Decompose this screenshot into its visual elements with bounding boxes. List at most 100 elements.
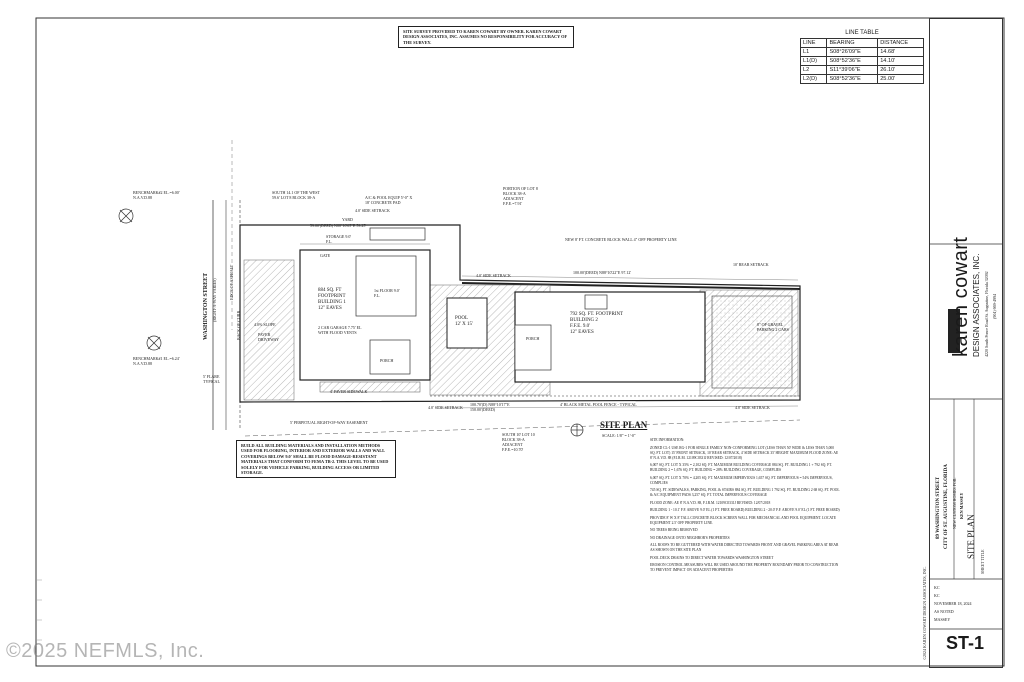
table-row: L1(D) S08°52'36"E 14.10' xyxy=(799,56,924,66)
pool-label: POOL 12' X 15' xyxy=(455,316,489,328)
porch-2: PORCH xyxy=(526,336,540,341)
cell: S08°26'09"E xyxy=(826,47,879,57)
cell: 26.10' xyxy=(877,65,924,75)
cell: S11°39'06"E xyxy=(826,65,879,75)
cell: S08°52'36"E xyxy=(826,56,879,66)
building-1-label: 884 SQ. FT FOOTPRINT BUILDING 1 12" EAVE… xyxy=(318,288,368,312)
gravel-parking: 8" OP GRAVEL PARKING 2 CARS xyxy=(757,322,789,332)
header-distance: DISTANCE xyxy=(877,38,924,48)
site-info-item: 6,007 SQ. FT. LOT X 35% = 2,102 SQ. FT. … xyxy=(650,463,832,472)
cell: L2(D) xyxy=(799,74,828,84)
flood-build-note: BUILD ALL BUILDING MATERIALS AND INSTALL… xyxy=(236,440,396,479)
building-2-name: BUILDING 2 xyxy=(570,318,598,323)
table-row: L2(D) S08°52'36"E 25.00' xyxy=(799,74,924,84)
gate-label: GATE xyxy=(320,253,331,258)
pool-fence: 4' BLACK METAL POOL FENCE - TYPICAL xyxy=(560,402,637,407)
garage-label: 2 CAR GARAGE 7.75' EL WITH FLOOD VENTS xyxy=(318,325,362,335)
paver-sidewalk: 4' PAVER SIDEWALK xyxy=(330,389,368,394)
portion-lot: PORTION OF LOT 8 BLOCK 38-A ADJACENT F.F… xyxy=(503,186,538,206)
pool-size: 12' X 15' xyxy=(455,322,473,327)
yard-label: YARD xyxy=(342,217,353,222)
site-info-item: PROVIDE 8' W X 8' TALL CONCRETE BLOCK SC… xyxy=(650,515,837,525)
project-client: KEN MASSEY xyxy=(959,492,964,519)
site-info-item: NO DRAINAGE ONTO NEIGHBOR'S PROPERTIES xyxy=(650,535,730,540)
wall-note: NEW 8' FT. CONCRETE BLOCK WALL 4" OFF PR… xyxy=(565,237,677,242)
site-info-item: ZONED CL-1 USE RG-1 FOR SINGLE FAMILY NO… xyxy=(650,445,839,460)
company-name: karen cowart xyxy=(950,236,972,358)
paver-driveway: PAVER DRIVEWAY xyxy=(258,332,279,342)
survey-note: SITE SURVEY PROVIDED TO KAREN COWART BY … xyxy=(398,26,574,49)
copyright: ©2024 KAREN COWART DESIGN ASSOCIATES, IN… xyxy=(922,566,927,660)
table-row: L1 S08°26'09"E 14.68' xyxy=(799,47,924,57)
project-city: CITY OF ST. AUGUSTINE, FLORIDA xyxy=(944,464,949,549)
easement-note: 5' PERPETUAL RIGHT-OF-WAY EASEMENT xyxy=(290,420,368,425)
site-plan-title: SITE PLAN xyxy=(600,420,648,430)
project-type: NEW CUSTOM HOMES FOR: xyxy=(952,477,957,529)
site-info-item: EROSION CONTROL MEASURES WILL BE USED AR… xyxy=(650,563,839,572)
company-subname: DESIGN ASSOCIATES, INC. xyxy=(972,253,981,357)
line-table: LINE TABLE LINE BEARING DISTANCE L1 S08°… xyxy=(799,30,924,84)
benchmark-2: BENCHMARK#2 EL.=6.00' N.A.V.D.88 xyxy=(133,190,180,200)
line-table-title: LINE TABLE xyxy=(845,30,879,36)
building-1-footprint: 884 SQ. FT FOOTPRINT xyxy=(318,288,346,299)
line-table-header: LINE BEARING DISTANCE xyxy=(799,38,924,48)
cell: L1 xyxy=(799,47,828,57)
drawn-by: KC xyxy=(934,585,940,590)
cell: L2 xyxy=(799,65,828,75)
mls-watermark: ©2025 NEFMLS, Inc. xyxy=(6,640,205,662)
side-setback-bottom: 4.0' SIDE SETBACK xyxy=(428,405,463,410)
storage-label: STORAGE 9.0' F.L. xyxy=(326,234,352,244)
lot-south: SOUTH 14.1 OF THE WEST 59.6' LOT 8 BLOCK… xyxy=(272,190,320,200)
company-address: 4220 South Ponce Road St. Augustine, Flo… xyxy=(984,271,989,357)
company-phone: (904) 669-4994 xyxy=(992,294,997,319)
project-address: 89 WASHINGTON STREET xyxy=(936,476,941,539)
side-setback-mid: 4.0' SIDE SETBACK xyxy=(476,273,511,278)
sheet-title-label: SHEET TITLE xyxy=(980,549,985,574)
drawing-date: NOVEMBER 18, 2024 xyxy=(934,601,972,606)
benchmark-1: BENCHMARK#1 EL.=6.24' N.A.V.D.88 xyxy=(133,356,180,366)
building-2-eaves: 12" EAVES xyxy=(570,330,594,335)
back-curb: BACK OF CURB xyxy=(236,310,241,340)
sheet-number: ST-1 xyxy=(946,633,985,653)
slope-label: 4.0% SLOPE xyxy=(254,322,276,327)
cell: 14.68' xyxy=(877,47,924,57)
first-floor: 1st FLOOR 9.0' F.L. xyxy=(374,288,400,298)
building-2-footprint: 792 SQ. FT. FOOTPRINT xyxy=(570,312,624,317)
street-row: (RIGHT-A-WAY VARIES) xyxy=(212,278,217,322)
pool-name: POOL xyxy=(455,316,469,321)
checked-by: KC xyxy=(934,593,940,598)
deed-long: 100.00'(DEED) N88°10'22"E 97.12' xyxy=(573,270,632,275)
sheet-title: SITE PLAN xyxy=(966,514,976,559)
building-2-ffe: F.F.E. 9.0' xyxy=(570,324,590,329)
edge-asphalt: EDGE OF ASPHALT xyxy=(229,264,234,300)
site-info-item: POOL DECK DRAINS TO DIRECT WATER TOWARDS… xyxy=(650,555,774,560)
header-line: LINE xyxy=(799,38,828,48)
building-1-eaves: 12" EAVES xyxy=(318,306,342,311)
site-info-item: NO TREES BEING REMOVED xyxy=(650,528,698,532)
building-1-name: BUILDING 1 xyxy=(318,300,346,305)
site-info-item: 745 SQ. FT. SIDEWALKS, PARKING, POOL & S… xyxy=(650,488,840,497)
table-row: L2 S11°39'06"E 26.10' xyxy=(799,65,924,75)
south-lot: SOUTH 10' LOT 10 BLOCK 38-A ADJACENT F.F… xyxy=(502,432,535,452)
site-info-item: BUILDING 1 - 10.1' F.F. ABOVE 9.0' EL (1… xyxy=(650,508,840,512)
job-name: MASSEY xyxy=(934,617,951,622)
cell: 14.10' xyxy=(877,56,924,66)
deed-bottom: 100.70'(D) N88°10'17"E 150.00'(DEED) xyxy=(470,402,510,412)
site-information-notes: SITE INFORMATION: ZONED CL-1 USE RG-1 FO… xyxy=(650,438,840,576)
site-info-item: 6,007 SQ. FT. LOT X 70% = 4,205 SQ. FT. … xyxy=(650,475,833,485)
ac-pool-pad: A/C & POOL EQUIP 5'-0" X 18' CONCRETE PA… xyxy=(365,195,413,205)
cell: S08°52'36"E xyxy=(826,74,879,84)
site-plan-scale: SCALE: 1/8" = 1'-0" xyxy=(602,433,636,438)
title-block: karen cowart DESIGN ASSOCIATES, INC. 422… xyxy=(929,18,1003,668)
site-info-item: FLOOD ZONE: AE 8' N.A.V.D. 88, F.I.R.M. … xyxy=(650,500,771,505)
rear-setback: 10' REAR SETBACK xyxy=(733,262,769,267)
deed-top: 59.00'(DEED) N88°10'05"E 59.25' xyxy=(310,223,367,228)
side-setback-top: 4.0' SIDE SETBACK xyxy=(355,208,390,213)
cell: 25.00' xyxy=(877,74,924,84)
site-info-heading: SITE INFORMATION: xyxy=(650,438,685,442)
side-setback-rear: 4.0' SIDE SETBACK xyxy=(735,405,770,410)
flare-note: 5' FLARE TYPICAL xyxy=(203,374,220,384)
porch-1: PORCH xyxy=(380,358,394,363)
